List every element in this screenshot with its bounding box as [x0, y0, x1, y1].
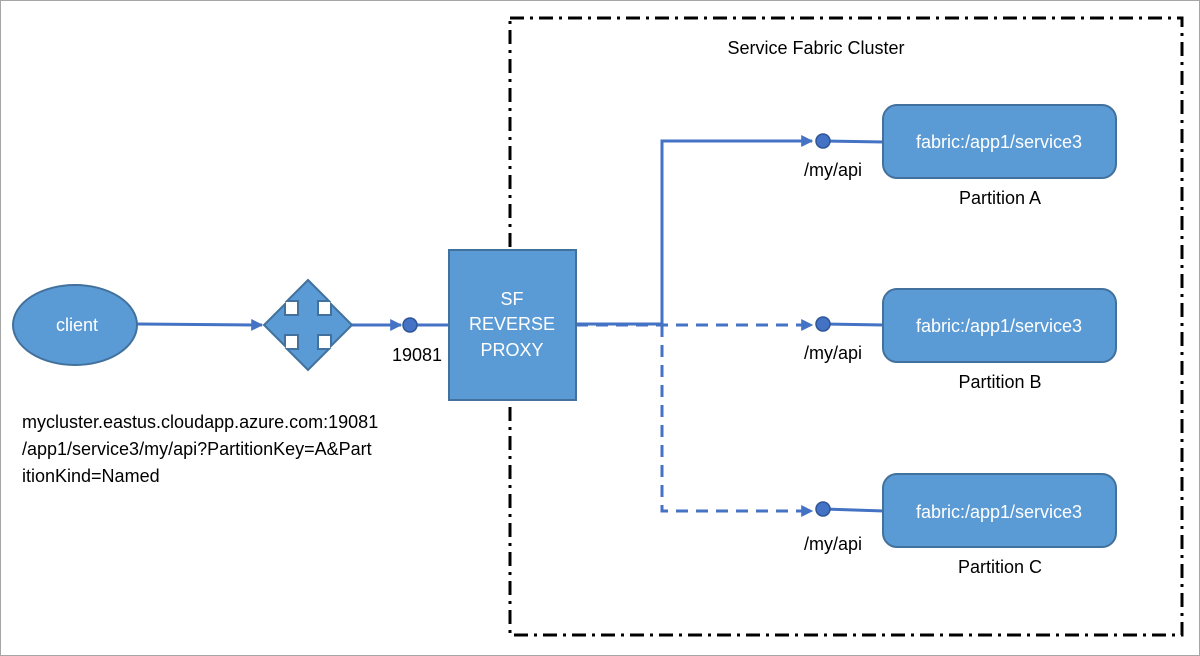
endpoint-c-dot [815, 501, 831, 517]
client-to-balancer-arrow [136, 318, 264, 331]
service-c-label: fabric:/app1/service3 [916, 502, 1082, 522]
cluster-label: Service Fabric Cluster [727, 38, 904, 58]
proxy-label-line-3: PROXY [480, 340, 543, 360]
request-url-line-2: /app1/service3/my/api?PartitionKey=A&Par… [22, 439, 372, 459]
service-c-box [882, 473, 1117, 548]
port-endpoint-dot [402, 317, 418, 333]
port-label: 19081 [392, 345, 442, 365]
endpoint-a-dot [815, 133, 831, 149]
route-to-partition-c [660, 325, 814, 517]
endpoint-c-to-service-line [823, 507, 885, 513]
partition-c-label: Partition C [958, 557, 1042, 577]
partition-b-label: Partition B [958, 372, 1041, 392]
reverse-proxy-box [448, 249, 577, 401]
proxy-label-line-2: REVERSE [469, 314, 555, 334]
endpoint-c-label: /my/api [804, 534, 862, 554]
endpoint-b-to-service-line [823, 322, 885, 327]
endpoint-a-to-service-line [823, 139, 885, 144]
endpoint-a-label: /my/api [804, 160, 862, 180]
load-balancer-icon [262, 278, 354, 372]
service-b-box [882, 288, 1117, 363]
endpoint-b-dot [815, 316, 831, 332]
endpoint-b-label: /my/api [804, 343, 862, 363]
client-node [12, 284, 138, 366]
service-a-label: fabric:/app1/service3 [916, 132, 1082, 152]
service-b-label: fabric:/app1/service3 [916, 316, 1082, 336]
client-label: client [56, 315, 98, 335]
service-a-box [882, 104, 1117, 179]
proxy-label-line-1: SF [500, 289, 523, 309]
request-url-line-3: itionKind=Named [22, 466, 160, 486]
partition-a-label: Partition A [959, 188, 1041, 208]
request-url-line-1: mycluster.eastus.cloudapp.azure.com:1908… [22, 412, 378, 432]
